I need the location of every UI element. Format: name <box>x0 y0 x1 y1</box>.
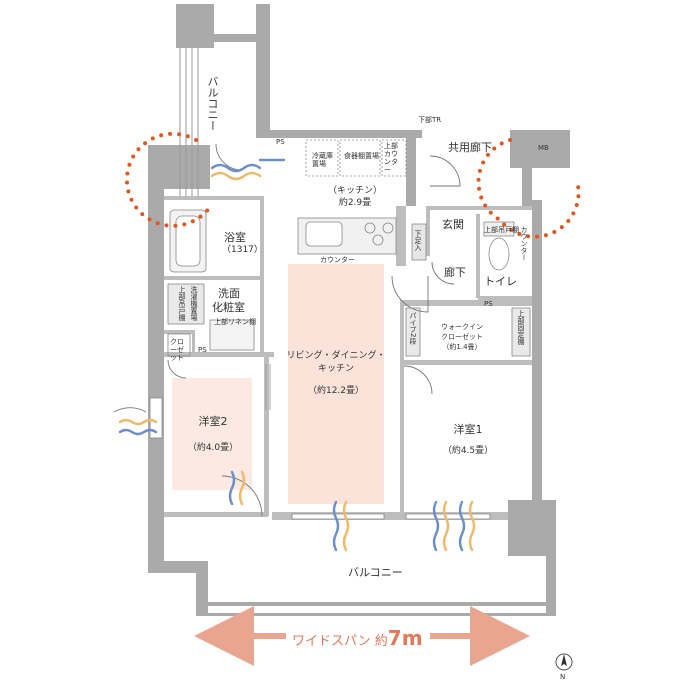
toilet-label: トイレ <box>484 275 517 288</box>
ps-toilet-label: PS <box>484 300 493 308</box>
pantry-label: 食器棚置場 <box>344 152 379 160</box>
mb-label: MB <box>538 144 549 152</box>
bed2-label: 洋室2 <box>198 415 228 428</box>
bath-size-label: （1317） <box>222 245 263 255</box>
wide-span-label: ワイドスパン 約7m <box>292 626 423 650</box>
shoe-box-label: 下足入 <box>414 230 422 251</box>
north-compass <box>554 652 574 672</box>
interior-walls <box>164 196 532 520</box>
upper-counter-label: 上部カウンター <box>384 142 398 174</box>
fridge-label: 冷蔵庫置場 <box>312 152 333 168</box>
ldk-area-label: （約12.2畳） <box>307 386 365 396</box>
kitchen-fixtures <box>297 139 407 255</box>
upper-fixed-shelf-label: 上部固定棚 <box>517 310 525 345</box>
bottom-windows <box>149 397 491 520</box>
ps-kitchen-label: PS <box>276 138 285 146</box>
toilet-fixture <box>411 221 515 271</box>
entrance-label: 玄関 <box>442 218 464 231</box>
washroom-label-2: 化粧室 <box>212 301 245 314</box>
wide-span-label-bg <box>286 624 430 648</box>
bed2-area-label: （約4.0畳） <box>187 443 239 453</box>
kitchen-label: （キッチン） <box>327 186 382 196</box>
tr-label: 下部TR <box>418 116 442 124</box>
ps-closet-label: PS <box>198 346 207 354</box>
north-label: N <box>560 673 566 681</box>
bed1-label: 洋室1 <box>453 423 483 436</box>
wide-span-prefix: ワイドスパン 約 <box>292 634 388 649</box>
pipe-label: パイプ2段 <box>409 312 417 345</box>
balcony-top-label: バルコニー <box>206 76 219 131</box>
wash-fixtures <box>167 283 255 357</box>
washer-label: 洗濯機置場 <box>190 286 198 321</box>
ventilation-highlight-dots <box>124 131 581 239</box>
wide-span-value: 7m <box>387 626 423 650</box>
ldk-highlight <box>288 264 384 504</box>
top-balcony-rail <box>179 48 199 196</box>
walkin-fixtures <box>405 307 531 357</box>
closet-label: クローゼット <box>170 338 184 362</box>
walkin-area-label: （約1.4畳） <box>442 343 482 351</box>
doors <box>113 143 461 517</box>
walkin-label-1: ウォークイン <box>441 323 483 331</box>
linen-label: 上部リネン棚 <box>214 318 256 326</box>
bath-tub <box>169 209 207 273</box>
bed1-area-label: （約4.5畳） <box>442 446 494 456</box>
washroom-label-1: 洗面 <box>218 287 240 300</box>
ldk-label-2: キッチン <box>317 364 354 374</box>
ldk-label-1: リビング・ダイニング・ <box>286 351 386 361</box>
balcony-bottom-label: バルコニー <box>348 566 403 579</box>
upper-shelf-label: 上部吊戸棚 <box>178 286 186 321</box>
walkin-label-2: クローゼット <box>441 333 483 341</box>
common-corridor-label: 共用廊下 <box>448 141 492 154</box>
air-flow-arrows <box>118 158 476 552</box>
bed2-highlight <box>172 378 252 490</box>
toilet-counter-label: カウンター <box>520 226 528 261</box>
kitchen-area-label: 約2.9畳 <box>338 198 372 208</box>
toilet-upper-label: 上部吊戸棚 <box>484 226 519 234</box>
north-arrow-icon <box>555 653 573 671</box>
hall-label: 廊下 <box>444 266 466 279</box>
bath-label: 浴室 <box>224 231 246 244</box>
counter-label: カウンター <box>320 256 355 264</box>
